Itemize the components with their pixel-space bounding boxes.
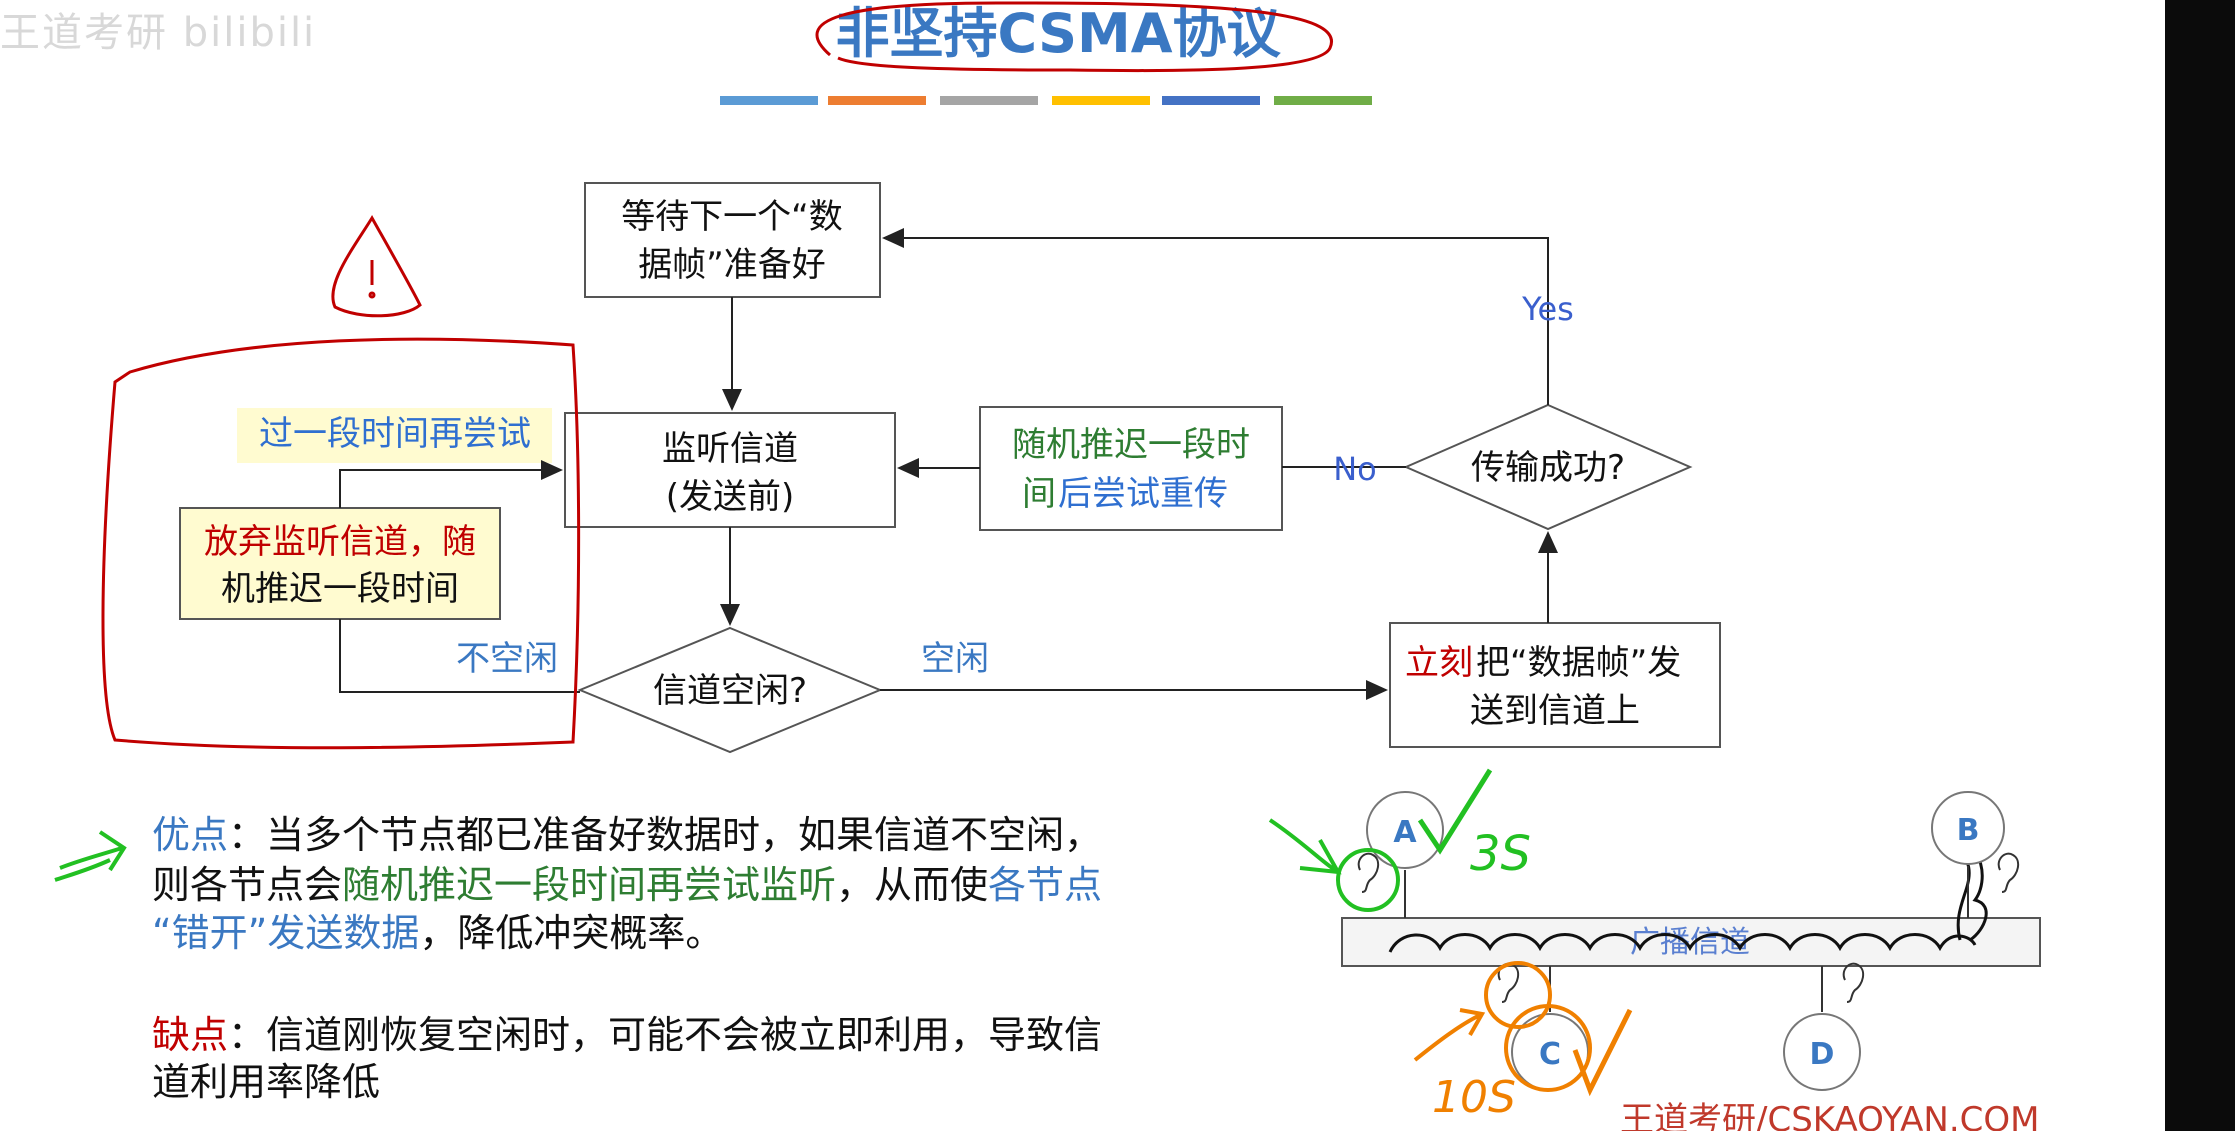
- page-title: 非坚持CSMA协议: [835, 2, 1281, 65]
- pro-line-3: “错开”发送数据，降低冲突概率。: [152, 911, 723, 955]
- color-bar-orange: [828, 96, 926, 105]
- pro-line-3b: ，降低冲突概率。: [419, 911, 723, 955]
- green-arrow-annotation: [54, 830, 127, 882]
- ear-icon: [1997, 852, 2020, 893]
- node-b-label: B: [1957, 813, 1980, 848]
- success-text: 传输成功?: [1471, 448, 1625, 488]
- orange-circle-annotation: [1484, 961, 1552, 1029]
- yes-label: Yes: [1521, 290, 1574, 328]
- title-color-bars: [720, 96, 1372, 105]
- ear-icon: [1357, 852, 1380, 893]
- node-b: [1931, 791, 2005, 865]
- listen-text-2: (发送前): [666, 477, 795, 517]
- hand-note-10s: 10S: [1432, 1072, 1516, 1123]
- line-notidle-to-giveup: [339, 619, 580, 693]
- con-line-2: 道利用率降低: [152, 1060, 380, 1104]
- send-now-box: 立刻 把“数据帧”发 送到信道上: [1389, 622, 1721, 748]
- wait-frame-box: 等待下一个“数 据帧”准备好: [584, 182, 881, 298]
- orange-check-annotation: [1572, 1008, 1633, 1097]
- green-arrow-a: [1268, 818, 1342, 875]
- retry-text-1: 随机推迟一段时: [1012, 425, 1250, 465]
- send-now-text-2: 送到信道上: [1470, 691, 1640, 731]
- giveup-text-1: 放弃监听信道，随: [204, 522, 476, 562]
- orange-circle-annotation-c: [1504, 1004, 1592, 1092]
- pro-line-1: 优点：当多个节点都已准备好数据时，如果信道不空闲，: [152, 813, 1102, 857]
- pro-label: 优点: [152, 813, 228, 857]
- listen-text-1: 监听信道: [662, 429, 798, 469]
- node-d-label: D: [1810, 1037, 1835, 1072]
- giveup-box: 放弃监听信道，随 机推迟一段时间: [179, 507, 501, 620]
- pro-line-1-text: ：当多个节点都已准备好数据时，如果信道不空闲，: [228, 813, 1102, 857]
- title-circle-annotation: [815, 1, 1333, 73]
- send-now-text-1a: 立刻: [1405, 643, 1473, 683]
- color-bar-gray: [940, 96, 1038, 105]
- bus-diagram: 广播信道 A B C D: [1268, 768, 2041, 1123]
- pro-line-2b: 随机推迟一段时间再尝试监听: [342, 863, 836, 907]
- right-edge-bar: [2165, 0, 2235, 1131]
- giveup-text-2: 机推迟一段时间: [221, 569, 459, 609]
- try-later-label: 过一段时间再尝试: [237, 408, 552, 463]
- bus-bar: [1341, 917, 2041, 967]
- color-bar-yellow: [1052, 96, 1150, 105]
- retry-text-2a: 间: [1022, 474, 1056, 514]
- con-line-1: 缺点：信道刚恢复空闲时，可能不会被立即利用，导致信: [152, 1013, 1102, 1057]
- idle-decision: 信道空闲?: [577, 626, 883, 754]
- send-now-text-1b: 把“数据帧”发: [1476, 643, 1681, 683]
- red-box-annotation: [101, 337, 581, 750]
- bus-label: 广播信道: [1630, 925, 1750, 960]
- color-bar-blue: [720, 96, 818, 105]
- try-later-text: 过一段时间再尝试: [259, 414, 531, 454]
- node-c-label: C: [1539, 1037, 1561, 1072]
- warning-icon: [331, 215, 422, 318]
- pro-line-3a: “错开”发送数据: [152, 911, 419, 955]
- listen-channel-box: 监听信道 (发送前): [564, 412, 896, 528]
- no-label: No: [1333, 450, 1377, 488]
- collision-scribble: [1388, 933, 1977, 953]
- color-bar-green: [1274, 96, 1372, 105]
- retry-box: 随机推迟一段时 间 后尝试重传: [979, 406, 1283, 531]
- node-a: [1366, 791, 1444, 869]
- arrow-giveup-to-listen: [339, 460, 563, 508]
- pro-line-2d: 各节点: [988, 863, 1102, 907]
- arrow-success-yes: [882, 228, 1549, 405]
- retry-text-2b: 后尝试重传: [1058, 474, 1228, 514]
- flow-connectors: [339, 228, 1558, 700]
- node-d: [1783, 1013, 1861, 1091]
- green-circle-annotation: [1336, 848, 1400, 912]
- wait-frame-text-2: 据帧”准备好: [638, 245, 826, 285]
- pro-line-2c: ，从而使: [836, 863, 988, 907]
- pro-line-2a: 则各节点会: [152, 863, 342, 907]
- node-a-label: A: [1393, 815, 1417, 850]
- pro-line-2: 则各节点会随机推迟一段时间再尝试监听，从而使各节点: [152, 863, 1102, 907]
- color-bar-darkblue: [1162, 96, 1260, 105]
- not-idle-label: 不空闲: [456, 639, 558, 679]
- wait-frame-text-1: 等待下一个“数: [621, 197, 843, 237]
- con-label: 缺点: [152, 1013, 228, 1057]
- footer-brand: 王道考研/CSKAOYAN.COM: [1620, 1100, 2040, 1131]
- success-decision: 传输成功?: [1403, 403, 1693, 531]
- ear-icon: [1842, 962, 1865, 1003]
- hand-note-3s: 3S: [1470, 826, 1531, 882]
- orange-arrow-c: [1413, 1008, 1486, 1062]
- idle-label: 空闲: [921, 639, 989, 679]
- watermark: 王道考研 bilibili: [0, 10, 317, 56]
- con-line-1-text: ：信道刚恢复空闲时，可能不会被立即利用，导致信: [228, 1013, 1102, 1057]
- idle-text: 信道空闲?: [653, 671, 807, 711]
- green-check-annotation: [1417, 768, 1493, 855]
